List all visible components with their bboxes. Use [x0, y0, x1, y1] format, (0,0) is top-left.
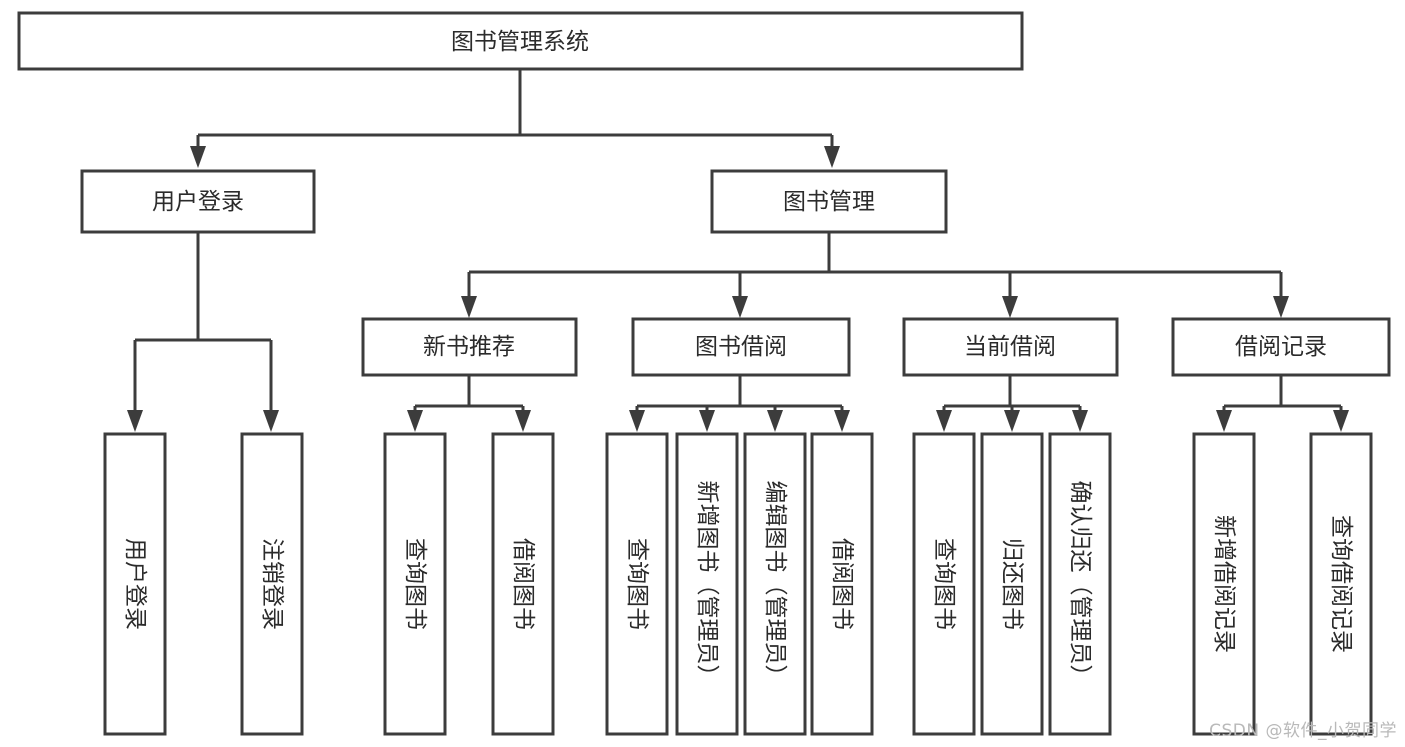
- node-book-borrow[interactable]: 图书借阅: [631, 317, 851, 377]
- edge-group-user-login: [127, 233, 279, 432]
- node-root-box[interactable]: [17, 11, 1024, 71]
- node-leaf-query-book-3[interactable]: 查询图书: [912, 432, 976, 736]
- node-new-book-recommend-box[interactable]: [361, 317, 578, 377]
- arrowhead-current-borrow: [1002, 296, 1018, 318]
- node-leaf-borrow-book-1-label: 借阅图书: [510, 538, 536, 630]
- node-leaf-edit-book[interactable]: 编辑图书（管理员）: [743, 432, 807, 736]
- node-current-borrow-box[interactable]: [902, 317, 1119, 377]
- node-leaf-confirm-return-box[interactable]: [1048, 432, 1112, 736]
- node-leaf-query-record[interactable]: 查询借阅记录: [1309, 432, 1373, 736]
- node-leaf-borrow-book-1[interactable]: 借阅图书: [491, 432, 555, 736]
- node-book-borrow-label: 图书借阅: [695, 334, 787, 360]
- node-leaf-add-record-label: 新增借阅记录: [1211, 515, 1237, 653]
- node-leaf-confirm-return-label: 确认归还（管理员）: [1067, 481, 1093, 688]
- node-new-book-recommend[interactable]: 新书推荐: [361, 317, 578, 377]
- arrowhead-leaf-borrow-book-1: [515, 410, 531, 432]
- edge-group-new-book-recommend: [407, 375, 531, 432]
- node-user-login-label: 用户登录: [152, 189, 244, 215]
- node-leaf-borrow-book-2-box[interactable]: [810, 432, 874, 736]
- node-leaf-query-book-1-box[interactable]: [383, 432, 447, 736]
- node-leaf-borrow-book-2-label: 借阅图书: [829, 538, 855, 630]
- node-root[interactable]: 图书管理系统: [17, 11, 1024, 71]
- node-leaf-return-book-box[interactable]: [980, 432, 1044, 736]
- arrowhead-leaf-add-record: [1216, 410, 1232, 432]
- node-leaf-query-record-label: 查询借阅记录: [1328, 515, 1354, 653]
- node-leaf-logout-label: 注销登录: [259, 538, 285, 630]
- arrowhead-user-login: [190, 146, 206, 168]
- node-leaf-query-book-1-label: 查询图书: [402, 538, 428, 630]
- arrowhead-new-book-recommend: [461, 296, 477, 318]
- node-leaf-edit-book-label: 编辑图书（管理员）: [762, 481, 788, 688]
- node-leaf-query-book-3-box[interactable]: [912, 432, 976, 736]
- edge-group-current-borrow: [936, 375, 1088, 432]
- edge-group-book-borrow: [629, 375, 850, 432]
- arrowhead-leaf-confirm-return: [1072, 410, 1088, 432]
- arrowhead-leaf-user-login: [127, 410, 143, 432]
- node-book-management[interactable]: 图书管理: [710, 169, 948, 234]
- node-current-borrow[interactable]: 当前借阅: [902, 317, 1119, 377]
- node-leaf-add-book-box[interactable]: [675, 432, 739, 736]
- edge-group-root: [190, 69, 840, 168]
- node-leaf-add-record[interactable]: 新增借阅记录: [1192, 432, 1256, 736]
- node-leaf-query-book-3-label: 查询图书: [931, 538, 957, 630]
- node-book-management-box[interactable]: [710, 169, 948, 234]
- arrowhead-borrow-record: [1273, 296, 1289, 318]
- arrowhead-leaf-edit-book: [767, 410, 783, 432]
- node-leaf-user-login[interactable]: 用户登录: [103, 432, 167, 736]
- node-leaf-edit-book-box[interactable]: [743, 432, 807, 736]
- node-leaf-query-book-2-label: 查询图书: [624, 538, 650, 630]
- edge-group-borrow-record: [1216, 375, 1349, 432]
- node-book-management-label: 图书管理: [783, 189, 875, 215]
- node-leaf-logout[interactable]: 注销登录: [240, 432, 304, 736]
- node-leaf-query-book-2[interactable]: 查询图书: [605, 432, 669, 736]
- node-leaf-query-record-box[interactable]: [1309, 432, 1373, 736]
- node-leaf-logout-box[interactable]: [240, 432, 304, 736]
- arrowhead-book-management: [824, 146, 840, 168]
- node-leaf-add-book-label: 新增图书（管理员）: [694, 481, 720, 688]
- arrowhead-leaf-query-book-2: [629, 410, 645, 432]
- node-borrow-record-box[interactable]: [1171, 317, 1391, 377]
- node-root-label: 图书管理系统: [451, 29, 589, 55]
- node-borrow-record-label: 借阅记录: [1235, 334, 1327, 360]
- node-leaf-add-record-box[interactable]: [1192, 432, 1256, 736]
- arrowhead-leaf-query-book-1: [407, 410, 423, 432]
- arrowhead-leaf-add-book: [699, 410, 715, 432]
- node-leaf-return-book-label: 归还图书: [999, 538, 1025, 630]
- node-leaf-confirm-return[interactable]: 确认归还（管理员）: [1048, 432, 1112, 736]
- edge-group-book-management: [461, 233, 1289, 318]
- node-leaf-borrow-book-1-box[interactable]: [491, 432, 555, 736]
- node-leaf-borrow-book-2[interactable]: 借阅图书: [810, 432, 874, 736]
- node-leaf-user-login-label: 用户登录: [122, 538, 148, 630]
- node-borrow-record[interactable]: 借阅记录: [1171, 317, 1391, 377]
- node-leaf-add-book[interactable]: 新增图书（管理员）: [675, 432, 739, 736]
- node-book-borrow-box[interactable]: [631, 317, 851, 377]
- arrowhead-leaf-borrow-book-2: [834, 410, 850, 432]
- arrowhead-leaf-query-record: [1333, 410, 1349, 432]
- arrowhead-leaf-logout: [263, 410, 279, 432]
- node-leaf-return-book[interactable]: 归还图书: [980, 432, 1044, 736]
- node-current-borrow-label: 当前借阅: [964, 334, 1056, 360]
- arrowhead-leaf-return-book: [1004, 410, 1020, 432]
- node-new-book-recommend-label: 新书推荐: [423, 334, 515, 360]
- arrowhead-leaf-query-book-3: [936, 410, 952, 432]
- node-user-login-box[interactable]: [80, 169, 316, 234]
- node-leaf-query-book-1[interactable]: 查询图书: [383, 432, 447, 736]
- node-leaf-user-login-box[interactable]: [103, 432, 167, 736]
- arrowhead-book-borrow: [732, 296, 748, 318]
- node-user-login[interactable]: 用户登录: [80, 169, 316, 234]
- node-leaf-query-book-2-box[interactable]: [605, 432, 669, 736]
